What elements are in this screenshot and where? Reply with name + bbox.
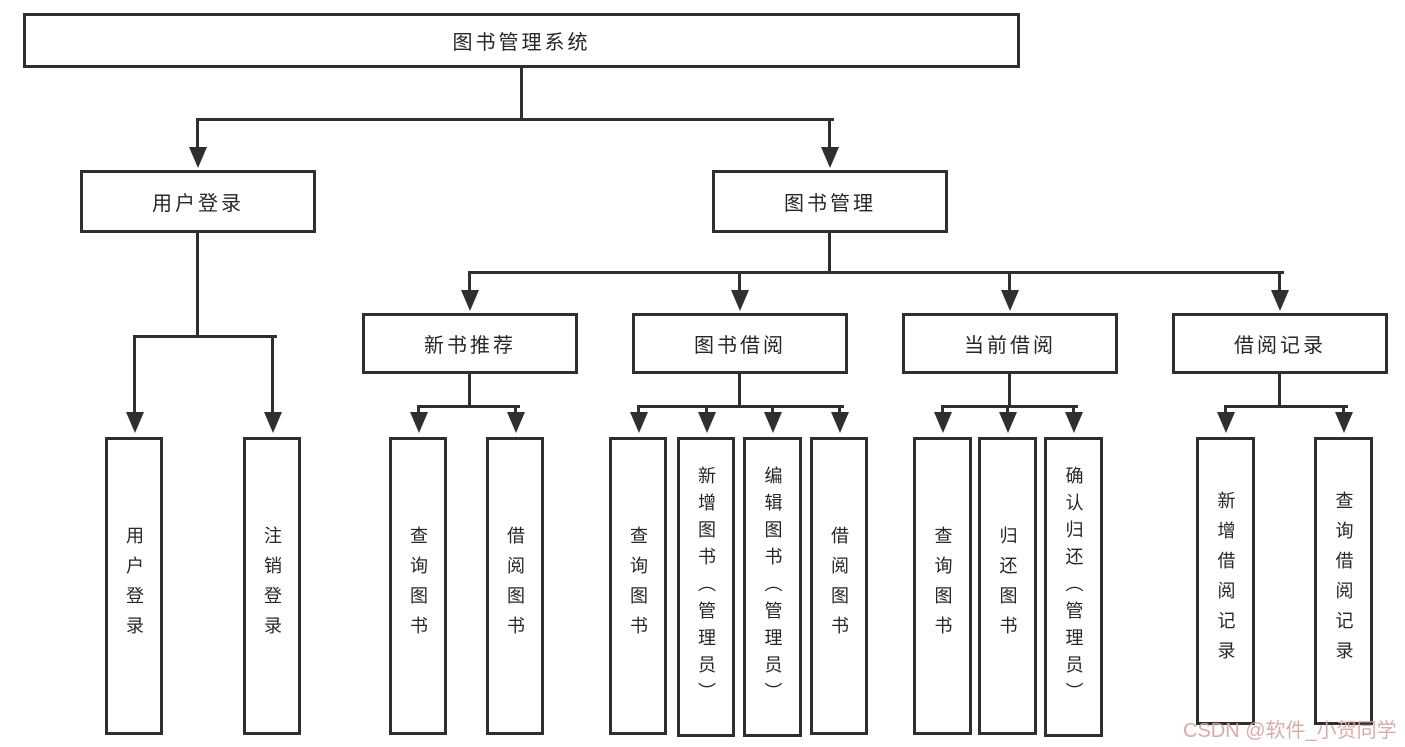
connector-line: [828, 118, 831, 150]
node-label: 归还图书: [997, 526, 1018, 646]
node-label: 查询借阅记录: [1333, 491, 1354, 671]
connector-line: [828, 233, 831, 274]
node-book-management: 图书管理: [712, 170, 948, 233]
node-label: 当前借阅: [964, 335, 1056, 357]
leaf-node-query-books-2: 查询图书: [609, 437, 667, 735]
node-label: 借阅图书: [829, 526, 849, 646]
arrow-down-icon: [409, 412, 428, 433]
connector-line: [468, 271, 471, 293]
arrow-down-icon: [730, 290, 749, 311]
leaf-node-confirm-return-admin: 确认归还（管理员）: [1044, 437, 1103, 737]
leaf-node-borrow-books-1: 借阅图书: [486, 437, 544, 735]
leaf-node-return-book: 归还图书: [978, 437, 1037, 735]
leaf-node-user-login: 用户登录: [105, 437, 163, 735]
arrow-down-icon: [506, 412, 525, 433]
connector-line: [196, 118, 834, 121]
node-label: 图书管理: [784, 193, 876, 215]
node-label: 借阅图书: [505, 526, 525, 646]
connector-line: [637, 405, 640, 415]
node-label: 确认归还（管理员）: [1063, 465, 1084, 709]
arrow-down-icon: [820, 147, 839, 168]
node-user-login: 用户登录: [80, 170, 316, 233]
arrow-down-icon: [1270, 290, 1289, 311]
leaf-node-logout: 注销登录: [243, 437, 301, 735]
arrow-down-icon: [998, 412, 1017, 433]
node-label: 用户登录: [124, 526, 144, 646]
node-label: 查询图书: [408, 526, 428, 646]
arrow-down-icon: [188, 147, 207, 168]
connector-line: [1342, 405, 1345, 415]
connector-line: [196, 233, 199, 338]
arrow-down-icon: [263, 412, 282, 433]
leaf-node-add-borrow-record: 新增借阅记录: [1196, 437, 1255, 725]
arrow-down-icon: [1064, 412, 1083, 433]
leaf-node-query-books-3: 查询图书: [913, 437, 972, 735]
leaf-node-query-borrow-record: 查询借阅记录: [1314, 437, 1373, 725]
connector-line: [1278, 374, 1281, 408]
leaf-node-borrow-books-2: 借阅图书: [810, 437, 868, 735]
connector-line: [738, 374, 741, 408]
connector-line: [941, 405, 944, 415]
node-label: 查询图书: [628, 526, 648, 646]
connector-line: [738, 271, 741, 293]
connector-line: [705, 405, 708, 415]
arrow-down-icon: [629, 412, 648, 433]
leaf-node-add-book-admin: 新增图书（管理员）: [677, 437, 735, 737]
arrow-down-icon: [125, 412, 144, 433]
arrow-down-icon: [460, 290, 479, 311]
arrow-down-icon: [763, 412, 782, 433]
node-library-management-system: 图书管理系统: [23, 13, 1020, 68]
connector-line: [838, 405, 841, 415]
connector-line: [1224, 405, 1348, 408]
connector-line: [637, 405, 844, 408]
connector-line: [271, 335, 274, 415]
node-current-borrowing: 当前借阅: [902, 313, 1118, 374]
node-label: 借阅记录: [1234, 335, 1326, 357]
connector-line: [1008, 374, 1011, 408]
arrow-down-icon: [1216, 412, 1235, 433]
connector-line: [1224, 405, 1227, 415]
node-label: 查询图书: [932, 526, 953, 646]
leaf-node-edit-book-admin: 编辑图书（管理员）: [743, 437, 802, 737]
arrow-down-icon: [697, 412, 716, 433]
connector-line: [468, 374, 471, 408]
connector-line: [133, 335, 136, 415]
watermark: CSDN @软件_小贺同学: [1183, 720, 1397, 742]
node-label: 新增图书（管理员）: [696, 465, 716, 709]
node-label: 图书借阅: [694, 335, 786, 357]
leaf-node-query-books-1: 查询图书: [389, 437, 447, 735]
node-label: 图书管理系统: [452, 32, 591, 54]
node-new-book-recommendation: 新书推荐: [362, 313, 578, 374]
connector-line: [417, 405, 520, 408]
node-book-borrowing: 图书借阅: [632, 313, 848, 374]
node-label: 用户登录: [152, 193, 244, 215]
connector-line: [1008, 271, 1011, 293]
connector-line: [1278, 271, 1281, 293]
arrow-down-icon: [1334, 412, 1353, 433]
connector-line: [133, 335, 277, 338]
connector-line: [1072, 405, 1075, 415]
connector-line: [196, 118, 199, 150]
connector-line: [514, 405, 517, 415]
connector-line: [520, 68, 523, 121]
arrow-down-icon: [1000, 290, 1019, 311]
connector-line: [771, 405, 774, 415]
connector-line: [417, 405, 420, 415]
arrow-down-icon: [933, 412, 952, 433]
node-label: 注销登录: [262, 526, 282, 646]
connector-line: [941, 405, 1078, 408]
connector-line: [468, 271, 1284, 274]
node-borrowing-records: 借阅记录: [1172, 313, 1388, 374]
arrow-down-icon: [830, 412, 849, 433]
node-label: 新增借阅记录: [1215, 491, 1236, 671]
node-label: 新书推荐: [424, 335, 516, 357]
node-label: 编辑图书（管理员）: [762, 465, 783, 709]
connector-line: [1006, 405, 1009, 415]
